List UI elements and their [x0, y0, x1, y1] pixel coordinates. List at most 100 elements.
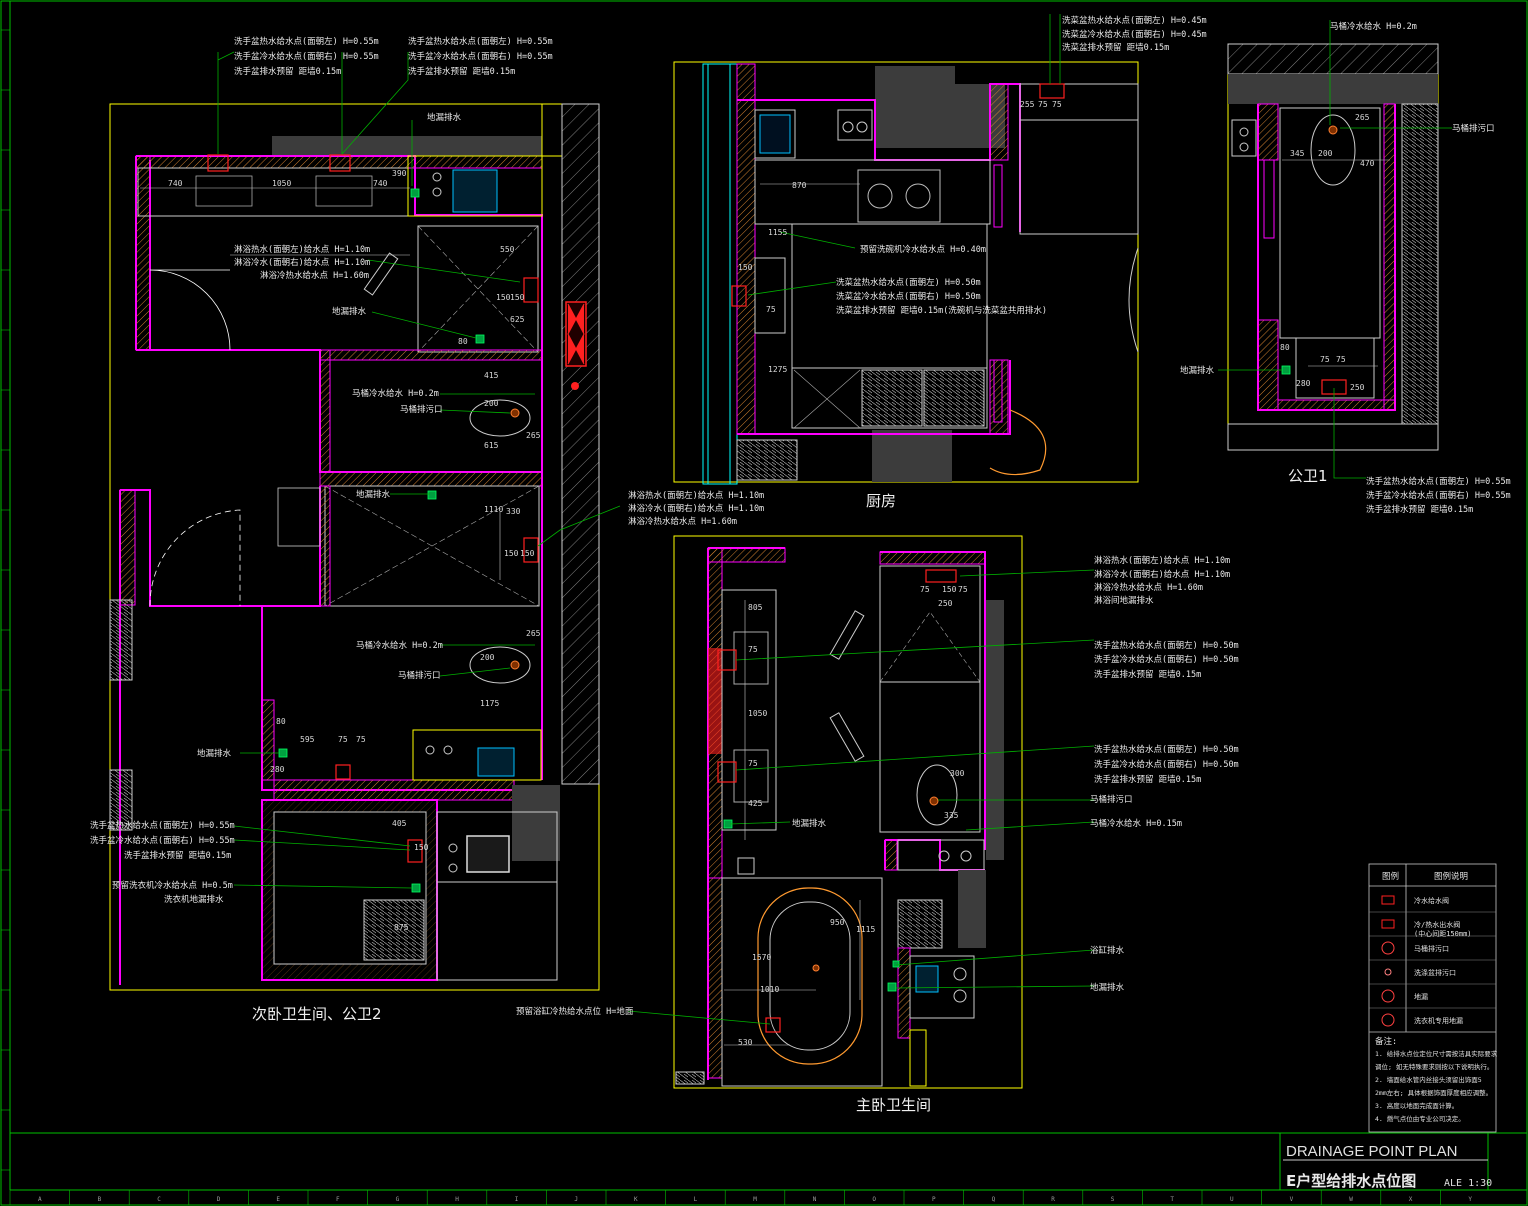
legend-item-label: (中心间距150mm): [1414, 929, 1472, 938]
annotation-line: 淋浴热水(面朝左)给水点 H=1.10m: [1094, 555, 1230, 566]
annotation-line: 马桶冷水给水 H=0.2m: [1330, 21, 1417, 32]
legend: 图例 图例说明 冷水给水阀冷/热水出水阀(中心间距150mm)马桶排污口洗涤盆排…: [1368, 863, 1498, 1133]
dimension-label: 200: [1318, 149, 1333, 158]
annotation-line: 洗手盆排水预留 距墙0.15m: [408, 66, 515, 77]
annotation-line: 洗菜盆排水预留 距墙0.15m: [1062, 42, 1169, 53]
legend-note: 2mm左右; 具体根据饰面厚度相应调整。: [1375, 1088, 1492, 1097]
annotation-line: 地漏排水: [1090, 982, 1125, 993]
dimension-label: 1155: [768, 228, 787, 237]
annotation-line: 预留浴缸冷热给水点位 H=地面: [516, 1006, 634, 1017]
dimension-label: 150: [942, 585, 957, 594]
legend-item-label: 冷/热水出水阀: [1414, 920, 1460, 929]
annotation-line: 地漏排水: [427, 112, 462, 123]
annotation-line: 洗手盆排水预留 距墙0.15m: [1094, 669, 1201, 680]
annotation-line: 洗手盆冷水给水点(面朝右) H=0.55m: [234, 51, 379, 62]
dimension-label: 265: [526, 431, 541, 440]
dimension-label: 335: [944, 811, 959, 820]
dimension-label: 530: [738, 1038, 753, 1047]
legend-note: 4. 燃气点位由专业公司决定。: [1375, 1114, 1465, 1123]
legend-notes-title: 备注:: [1375, 1036, 1397, 1047]
dimension-label: 550: [500, 245, 515, 254]
annotation-line: 洗手盆热水给水点(面朝左) H=0.50m: [1094, 744, 1239, 755]
dimension-label: 615: [484, 441, 499, 450]
ruler-letter: N: [813, 1196, 817, 1203]
annotation-line: 洗菜盆热水给水点(面朝左) H=0.50m: [836, 277, 981, 288]
room-title-master-bath: 主卧卫生间: [856, 1096, 931, 1114]
dimension-label: 75: [958, 585, 968, 594]
ruler-letter: M: [753, 1196, 757, 1203]
dimension-label: 1110: [484, 505, 503, 514]
dimension-label: 805: [748, 603, 763, 612]
legend-symbol: [1381, 895, 1395, 905]
toilet-drains: [510, 125, 1338, 972]
room-title-secondary-bath: 次卧卫生间、公卫2: [252, 1005, 382, 1023]
dimension-label: 1275: [768, 365, 787, 374]
dimension-label: 75: [920, 585, 930, 594]
annotation-line: 洗手盆热水给水点(面朝左) H=0.55m: [1366, 476, 1511, 487]
annotation-line: 洗手盆热水给水点(面朝左) H=0.55m: [90, 820, 235, 831]
ruler-letter: U: [1230, 1196, 1234, 1203]
annotation-line: 马桶排污口: [400, 404, 443, 415]
plan-master-bath: [673, 535, 1023, 1089]
annotation-line: 浴缸排水: [1090, 945, 1125, 956]
dimension-label: 80: [458, 337, 468, 346]
plan-public-bath1: [1227, 43, 1439, 451]
ruler-letter: F: [336, 1196, 340, 1203]
legend-note: 2. 墙面给水管内丝接头须留出饰面5: [1375, 1075, 1482, 1084]
ruler-letter: W: [1349, 1196, 1353, 1203]
dimension-label: 950: [830, 918, 845, 927]
dimension-label: 200: [480, 653, 495, 662]
ruler-letter: P: [932, 1196, 936, 1203]
sheet-ruler-left: [1, 29, 10, 1171]
room-title-kitchen: 厨房: [866, 492, 896, 510]
leader-lines: [217, 14, 1452, 1025]
plan-kitchen: [673, 61, 1139, 485]
dimension-label: 250: [1350, 383, 1365, 392]
annotation-line: 地漏排水: [1180, 365, 1215, 376]
ruler-letter: H: [455, 1196, 459, 1203]
dimension-label: 1175: [480, 699, 499, 708]
ruler-letter: B: [98, 1196, 102, 1203]
annotation-line: 地漏排水: [792, 818, 827, 829]
annotation-line: 地漏排水: [356, 489, 391, 500]
annotation-line: 洗手盆热水给水点(面朝左) H=0.50m: [1094, 640, 1239, 651]
annotation-line: 洗菜盆冷水给水点(面朝右) H=0.45m: [1062, 29, 1207, 40]
dimension-label: 870: [792, 181, 807, 190]
annotation-line: 淋浴冷水(面朝右)给水点 H=1.10m: [234, 257, 370, 268]
dimension-label: 75: [1336, 355, 1346, 364]
dimension-label: 150: [520, 549, 535, 558]
ruler-letter: K: [634, 1196, 638, 1203]
annotation-line: 洗手盆冷水给水点(面朝右) H=0.55m: [1366, 490, 1511, 501]
dimension-label: 75: [338, 735, 348, 744]
legend-symbol: [1384, 968, 1392, 976]
ruler-letter: J: [574, 1196, 578, 1203]
ruler-letter: R: [1051, 1196, 1055, 1203]
ruler-letter: T: [1170, 1196, 1174, 1203]
annotation-line: 洗手盆排水预留 距墙0.15m: [234, 66, 341, 77]
annotation-line: 马桶冷水给水 H=0.2m: [352, 388, 439, 399]
dimension-label: 405: [392, 819, 407, 828]
annotation-line: 马桶冷水给水 H=0.15m: [1090, 818, 1182, 829]
dimension-label: 1050: [748, 709, 767, 718]
ruler-letter: V: [1290, 1196, 1294, 1203]
annotation-line: 淋浴热水(面朝左)给水点 H=1.10m: [234, 244, 370, 255]
drawing-title-en: DRAINAGE POINT PLAN: [1286, 1143, 1457, 1160]
dimension-label: 265: [1355, 113, 1370, 122]
legend-item-label: 洗涤盆排污口: [1414, 968, 1456, 977]
annotation-line: 洗手盆排水预留 距墙0.15m: [1366, 504, 1473, 515]
dimension-label: 265: [526, 629, 541, 638]
ruler-letter: Y: [1468, 1196, 1472, 1203]
dimension-label: 740: [373, 179, 388, 188]
annotation-line: 洗手盆排水预留 距墙0.15m: [1094, 774, 1201, 785]
dimension-label: 1050: [272, 179, 291, 188]
legend-symbol: [1381, 989, 1395, 1003]
annotation-line: 预留洗衣机冷水给水点 H=0.5m: [112, 880, 233, 891]
dimension-label: 280: [270, 765, 285, 774]
dimension-label: 75: [766, 305, 776, 314]
annotation-line: 洗衣机地漏排水: [164, 894, 224, 905]
fixture-valves: [207, 83, 1347, 1033]
